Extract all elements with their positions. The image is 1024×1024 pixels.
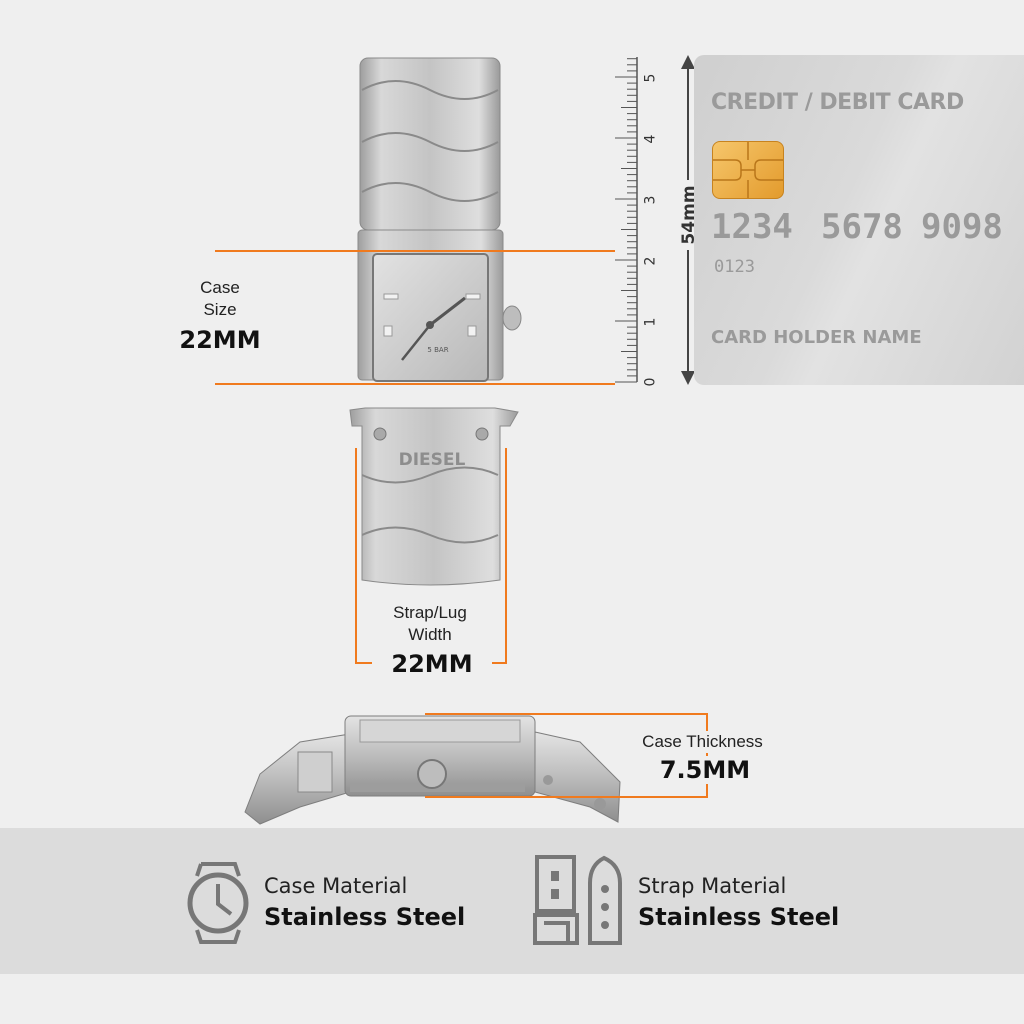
ruler-tick-label-4: 4: [642, 134, 659, 144]
ruler: 0 1 2 3 4 5: [608, 52, 668, 387]
specs-band: [0, 828, 1024, 974]
strap-width-label: Strap/Lug Width: [370, 602, 490, 646]
case-size-label: Case Size: [200, 278, 240, 319]
card-title: CREDIT / DEBIT CARD: [711, 90, 964, 115]
thickness-vertical-line: [706, 713, 708, 798]
card-number-group-2: 5678: [821, 207, 903, 247]
ruler-tick-label-3: 3: [642, 195, 659, 205]
case-thickness-value: 7.5MM: [640, 756, 770, 784]
case-material-value: Stainless Steel: [264, 903, 466, 931]
credit-card: CREDIT / DEBIT CARD 1234 5678 9098 0123 …: [694, 55, 1024, 385]
case-material-title: Case Material: [264, 874, 408, 898]
watch-icon: [187, 862, 249, 944]
case-size-bottom-line: [215, 383, 615, 385]
ruler-tick-label-2: 2: [642, 256, 659, 266]
card-holder-name: CARD HOLDER NAME: [711, 327, 922, 348]
card-chip-icon: [712, 141, 784, 199]
strap-icon: [533, 855, 622, 945]
dial-text: 5 BAR: [427, 346, 449, 354]
thickness-bottom-line: [425, 796, 708, 798]
case-size-value: 22MM: [179, 326, 261, 354]
strap-width-right-line: [505, 448, 507, 664]
card-number-group-1: 1234: [711, 207, 793, 247]
card-number-group-3: 9098: [921, 207, 1003, 247]
strap-width-value: 22MM: [372, 650, 492, 678]
strap-material-value: Stainless Steel: [638, 903, 840, 931]
ruler-tick-label-5: 5: [642, 73, 659, 83]
card-sub-number: 0123: [714, 257, 755, 277]
ruler-tick-label-1: 1: [642, 317, 659, 327]
ruler-tick-label-0: 0: [642, 377, 659, 387]
strap-width-left-line: [355, 448, 357, 664]
case-thickness-label: Case Thickness: [620, 731, 785, 753]
strap-material-title: Strap Material: [638, 874, 787, 898]
watch-brand-logo: DIESEL: [398, 450, 466, 470]
watch-side-illustration: [244, 715, 621, 825]
thickness-top-line: [425, 713, 708, 715]
watch-front-illustration: [349, 57, 522, 586]
case-size-top-line: [215, 250, 615, 252]
ruler-ticks: [615, 57, 638, 383]
bottom-margin: [0, 974, 1024, 1024]
